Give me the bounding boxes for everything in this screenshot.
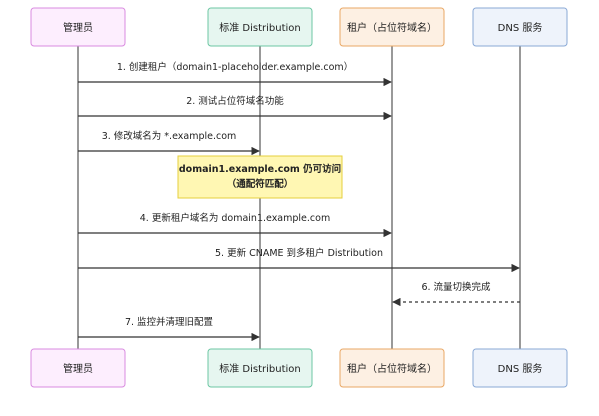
message-2: 2. 测试占位符域名功能 — [78, 95, 392, 121]
message-7: 7. 监控并清理旧配置 — [78, 316, 260, 342]
participant-box — [30, 348, 126, 388]
participant-box — [207, 348, 313, 388]
message-4: 4. 更新租户域名为 domain1.example.com — [78, 212, 392, 238]
participant-label: 租户（占位符域名） — [347, 362, 437, 375]
participant-admin-top: 管理员 — [30, 7, 126, 47]
participant-tenant-bottom: 租户（占位符域名） — [339, 348, 445, 388]
participant-dns-bottom: DNS 服务 — [472, 348, 568, 388]
note-line: domain1.example.com 仍可访问 — [179, 163, 341, 175]
message-label: 5. 更新 CNAME 到多租户 Distribution — [215, 247, 383, 259]
message-label: 2. 测试占位符域名功能 — [186, 95, 284, 107]
participant-label: 管理员 — [63, 21, 93, 34]
participant-box — [339, 7, 445, 47]
participant-label: 标准 Distribution — [219, 363, 301, 375]
participant-label: DNS 服务 — [498, 362, 543, 375]
message-label: 7. 监控并清理旧配置 — [125, 316, 213, 328]
message-label: 1. 创建租户（domain1-placeholder.example.com） — [117, 61, 353, 73]
participant-box — [30, 7, 126, 47]
participant-label: DNS 服务 — [498, 21, 543, 34]
participant-box — [339, 348, 445, 388]
participant-tenant-top: 租户（占位符域名） — [339, 7, 445, 47]
participant-label: 标准 Distribution — [219, 22, 301, 34]
participant-box — [207, 7, 313, 47]
participant-dist-top: 标准 Distribution — [207, 7, 313, 47]
participant-admin-bottom: 管理员 — [30, 348, 126, 388]
message-label: 3. 修改域名为 *.example.com — [102, 130, 237, 142]
participant-dns-top: DNS 服务 — [472, 7, 568, 47]
message-label: 6. 流量切换完成 — [421, 281, 491, 293]
message-1: 1. 创建租户（domain1-placeholder.example.com） — [78, 61, 392, 87]
message-3: 3. 修改域名为 *.example.com — [78, 130, 260, 156]
note: domain1.example.com 仍可访问 （通配符匹配） — [177, 155, 343, 199]
participant-box — [472, 348, 568, 388]
note-line: （通配符匹配） — [227, 178, 294, 190]
participant-label: 租户（占位符域名） — [347, 21, 437, 34]
participant-box — [472, 7, 568, 47]
note-box — [177, 155, 343, 199]
participant-label: 管理员 — [63, 362, 93, 375]
message-6: 6. 流量切换完成 — [392, 281, 520, 307]
message-label: 4. 更新租户域名为 domain1.example.com — [140, 212, 330, 224]
message-5: 5. 更新 CNAME 到多租户 Distribution — [78, 247, 520, 273]
participant-dist-bottom: 标准 Distribution — [207, 348, 313, 388]
